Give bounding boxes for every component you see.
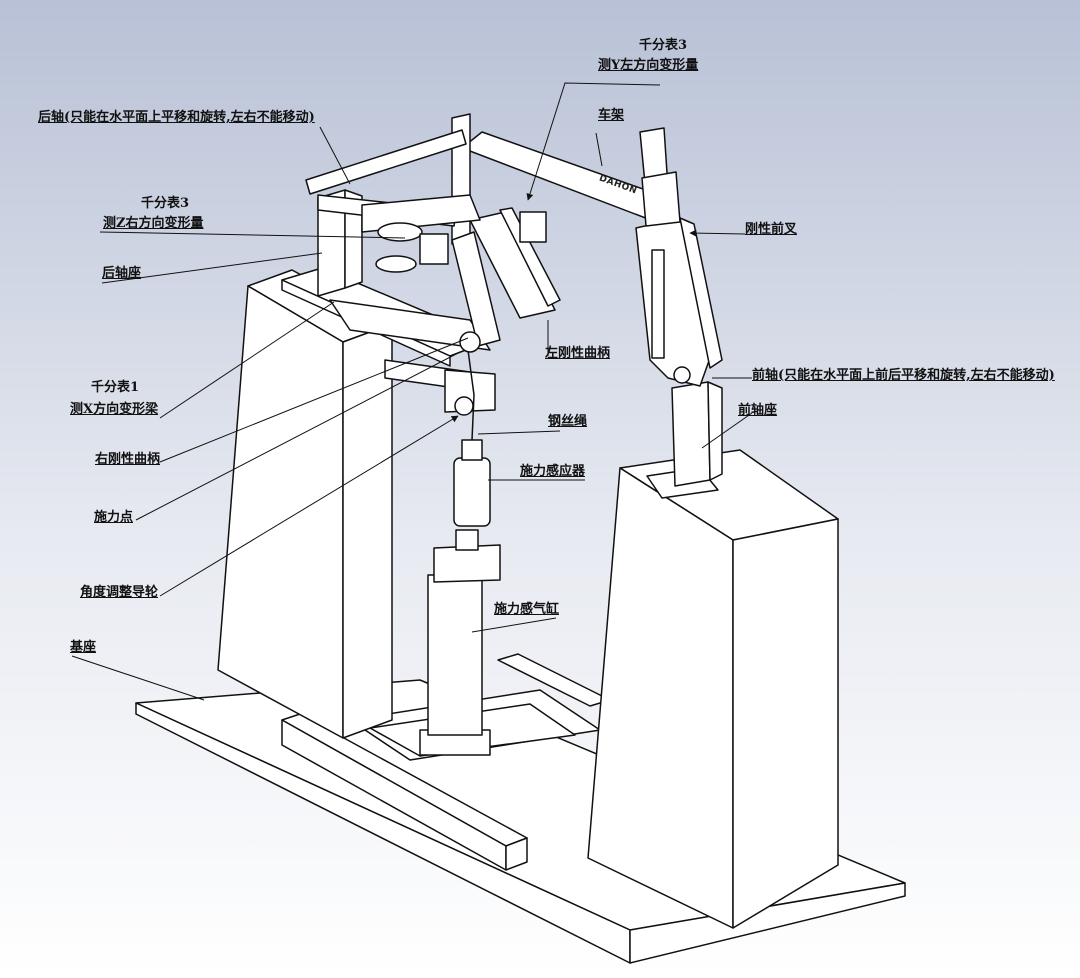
bike-frame xyxy=(305,113,681,319)
rigid-fork xyxy=(635,217,723,387)
label-dial-y-title: 千分表3 xyxy=(638,38,688,53)
leader-lines xyxy=(71,82,753,701)
label-rear-seat: 后轴座 xyxy=(102,266,142,281)
leader-frame xyxy=(595,132,603,167)
label-right-crank: 右刚性曲柄 xyxy=(95,452,161,467)
label-front-seat: 前轴座 xyxy=(738,403,778,418)
leader-dial-x xyxy=(159,301,335,419)
leader-base xyxy=(71,655,205,701)
label-wire-rope: 钢丝绳 xyxy=(548,414,588,429)
leader-dial-z xyxy=(99,231,406,239)
label-dial-y-sub: 测Y左方向变形量 xyxy=(598,58,699,73)
leader-rear-seat xyxy=(101,252,323,284)
leader-cylinder xyxy=(471,617,557,633)
leader-rear-axle xyxy=(319,126,351,185)
leader-force-point xyxy=(135,351,461,521)
label-force-point: 施力点 xyxy=(94,510,134,525)
front-pillar xyxy=(587,449,839,929)
label-front-axle: 前轴(只能在水平面上前后平移和旋转,左右不能移动) xyxy=(752,368,1055,383)
label-frame: 车架 xyxy=(598,108,625,123)
front-axle-seat xyxy=(646,381,723,499)
leader-rigid-fork xyxy=(689,229,746,237)
label-sensor: 施力感应器 xyxy=(520,464,586,479)
label-rigid-fork: 刚性前叉 xyxy=(745,222,798,237)
label-base: 基座 xyxy=(70,640,97,655)
leader-guide-wheel xyxy=(159,415,459,597)
leader-wire-rope xyxy=(477,430,561,435)
label-dial-x-sub: 测X方向变形梁 xyxy=(70,402,159,417)
label-rear-axle: 后轴(只能在水平面上平移和旋转,左右不能移动) xyxy=(38,110,315,125)
dial-gauges xyxy=(375,211,547,273)
label-dial-z-sub: 测Z右方向变形量 xyxy=(103,216,204,231)
label-guide-wheel: 角度调整导轮 xyxy=(80,585,159,600)
leader-dial-y xyxy=(526,82,661,201)
rear-axle-support xyxy=(281,189,496,416)
leader-right-crank xyxy=(159,337,469,463)
label-cylinder: 施力感气缸 xyxy=(494,602,560,617)
pneumatic-cylinder xyxy=(419,529,501,756)
label-dial-x-title: 千分表1 xyxy=(90,380,140,395)
label-dial-z-title: 千分表3 xyxy=(140,196,190,211)
leader-front-seat xyxy=(701,412,753,449)
wire-rope xyxy=(467,349,475,441)
label-left-crank: 左刚性曲柄 xyxy=(545,346,611,361)
rear-pillar xyxy=(217,269,393,739)
right-crank xyxy=(451,231,501,353)
